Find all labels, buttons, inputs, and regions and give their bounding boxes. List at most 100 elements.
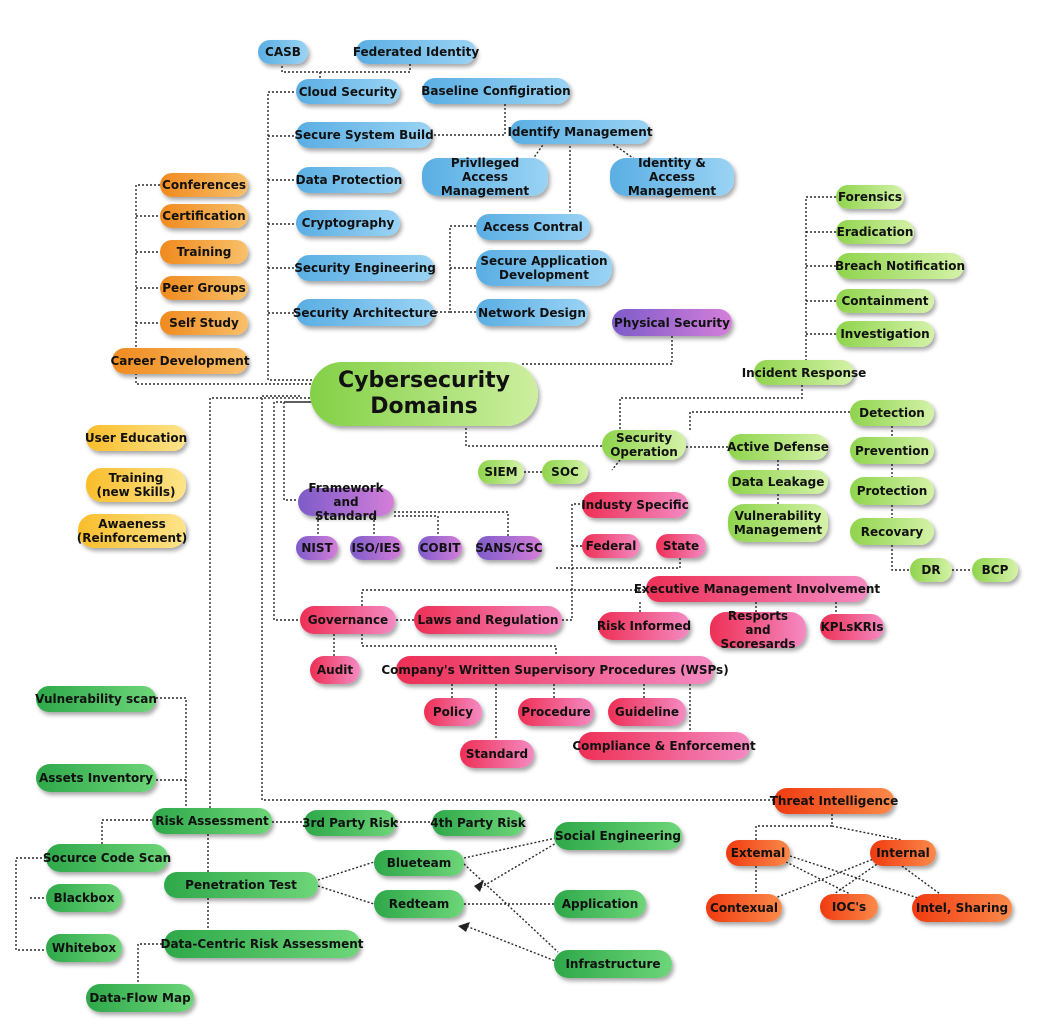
active-defense-node[interactable]: Active Defense [727,434,829,460]
detection-node[interactable]: Detection [850,400,934,426]
central-topic-cybersecurity-domains[interactable]: Cybersecurity Domains [310,362,538,426]
kpis-kris-node[interactable]: KPLsKRIs [820,614,884,640]
wsps-node[interactable]: Company's Written Supervisory Procedures… [381,656,729,684]
laws-and-regulation-node[interactable]: Laws and Regulation [414,606,562,634]
bcp-node[interactable]: BCP [972,558,1018,582]
standard-node[interactable]: Standard [460,740,534,768]
guideline-node[interactable]: Guideline [608,698,686,726]
recovery-node[interactable]: Recovary [850,518,934,545]
privileged-access-management-node[interactable]: Privlleged Access Management [422,156,548,198]
connector [463,837,557,859]
connector [562,503,582,621]
federated-identity-node[interactable]: Federated Identity [353,40,479,64]
sans-csc-node[interactable]: SANS/CSC [475,536,543,560]
connector [465,428,602,447]
vulnerability-scan-node[interactable]: Vulnerability scan [35,686,157,712]
fourth-party-risk-node[interactable]: 4th Party Risk [430,810,526,836]
cryptography-node[interactable]: Cryptography [296,210,400,236]
vulnerability-management-node[interactable]: Vulnerability Management [728,504,828,542]
soc-node[interactable]: SOC [542,460,588,484]
data-centric-risk-assessment-node[interactable]: Data-Centric Risk Assessment [161,930,364,958]
application-node[interactable]: Application [554,890,646,918]
containment-node[interactable]: Containment [836,289,934,313]
peer-groups-node[interactable]: Peer Groups [160,276,248,300]
connector [361,589,646,606]
physical-security-node[interactable]: Physical Security [612,309,732,336]
external-node[interactable]: Extemal [726,840,790,866]
industry-specific-node[interactable]: Industy Specific [581,492,689,518]
audit-node[interactable]: Audit [310,656,360,684]
secure-system-build-node[interactable]: Secure System Build [294,122,434,148]
contextual-node[interactable]: Contexual [706,894,782,922]
awareness-reinforcement-node[interactable]: Awaeness (Reinforcement) [77,514,187,548]
federal-node[interactable]: Federal [582,534,640,558]
security-architecture-node[interactable]: Security Architecture [293,299,437,326]
cobit-node[interactable]: COBIT [418,536,462,560]
blackbox-node[interactable]: Blackbox [46,884,122,912]
training-new-skills-node[interactable]: Training (new Skills) [86,468,186,502]
investigation-node[interactable]: Investigation [836,321,934,347]
assets-inventory-node[interactable]: Assets Inventory [36,764,156,792]
state-node[interactable]: State [656,534,706,558]
incident-response-node[interactable]: Incident Response [742,360,866,385]
certification-node[interactable]: Certification [160,204,248,228]
nist-node[interactable]: NIST [296,536,338,560]
dr-node[interactable]: DR [910,558,952,582]
internal-node[interactable]: Internal [870,840,936,866]
eradication-node[interactable]: Eradication [836,220,914,244]
network-design-node[interactable]: Network Design [476,299,588,326]
iocs-node[interactable]: IOC's [820,894,878,920]
access-control-node[interactable]: Access Contral [476,214,590,240]
connector [317,885,375,905]
connector [137,943,166,984]
source-code-scan-node[interactable]: Socurce Code Scan [43,844,171,872]
forensics-node[interactable]: Forensics [836,185,904,209]
executive-management-involvement-node[interactable]: Executive Management Involvement [634,576,880,602]
data-protection-node[interactable]: Data Protection [296,167,402,193]
data-flow-map-node[interactable]: Data-Flow Map [86,984,194,1012]
penetration-test-node[interactable]: Penetration Test [164,872,318,898]
data-leakage-node[interactable]: Data Leakage [728,470,828,494]
policy-node[interactable]: Policy [424,698,482,726]
blueteam-node[interactable]: Blueteam [374,850,464,876]
career-development-node[interactable]: Career Development [110,348,250,374]
identity-access-management-node[interactable]: Identity & Access Management [610,156,734,198]
prevention-node[interactable]: Prevention [850,437,934,464]
procedure-node[interactable]: Procedure [518,698,594,726]
protection-node[interactable]: Protection [850,477,934,505]
breach-notification-node[interactable]: Breach Notification [835,253,965,279]
whitebox-node[interactable]: Whitebox [46,934,122,962]
casb-node[interactable]: CASB [258,40,308,64]
training-node[interactable]: Training [160,240,248,264]
connector [805,196,836,360]
governance-node[interactable]: Governance [300,606,396,634]
connector [209,397,318,808]
risk-assessment-node[interactable]: Risk Assessment [152,808,272,834]
siem-node[interactable]: SIEM [478,460,524,484]
cloud-security-node[interactable]: Cloud Security [296,79,400,104]
intel-sharing-node[interactable]: Intel, Sharing [912,894,1012,922]
threat-intelligence-node[interactable]: Threat Intelligence [770,788,898,814]
connector [901,865,941,895]
identify-management-node[interactable]: Identify Management [507,120,653,144]
security-engineering-node[interactable]: Security Engineering [294,255,436,281]
infrastructure-node[interactable]: Infrastructure [554,950,672,978]
compliance-enforcement-node[interactable]: Compliance & Enforcement [572,732,756,760]
social-engineering-node[interactable]: Social Engineering [554,822,682,850]
iso-ies-node[interactable]: ISO/IES [350,536,402,560]
reports-and-scorecards-node[interactable]: Resports and Scoresards [710,609,806,651]
risk-informed-node[interactable]: Risk Informed [597,612,691,640]
secure-application-development-node[interactable]: Secure Application Development [476,250,612,286]
baseline-configuration-node[interactable]: Baseline Configiration [421,78,571,104]
connector [273,401,318,621]
framework-and-standard-node[interactable]: Framework and Standard [298,481,394,523]
self-study-node[interactable]: Self Study [160,311,248,335]
connector [281,62,411,73]
redteam-node[interactable]: Redteam [374,890,464,918]
security-operation-node[interactable]: Security Operation [602,430,686,460]
connector [831,825,903,841]
third-party-risk-node[interactable]: 3rd Party Risk [302,810,398,836]
user-education-node[interactable]: User Education [85,425,187,451]
conferences-node[interactable]: Conferences [160,173,248,197]
